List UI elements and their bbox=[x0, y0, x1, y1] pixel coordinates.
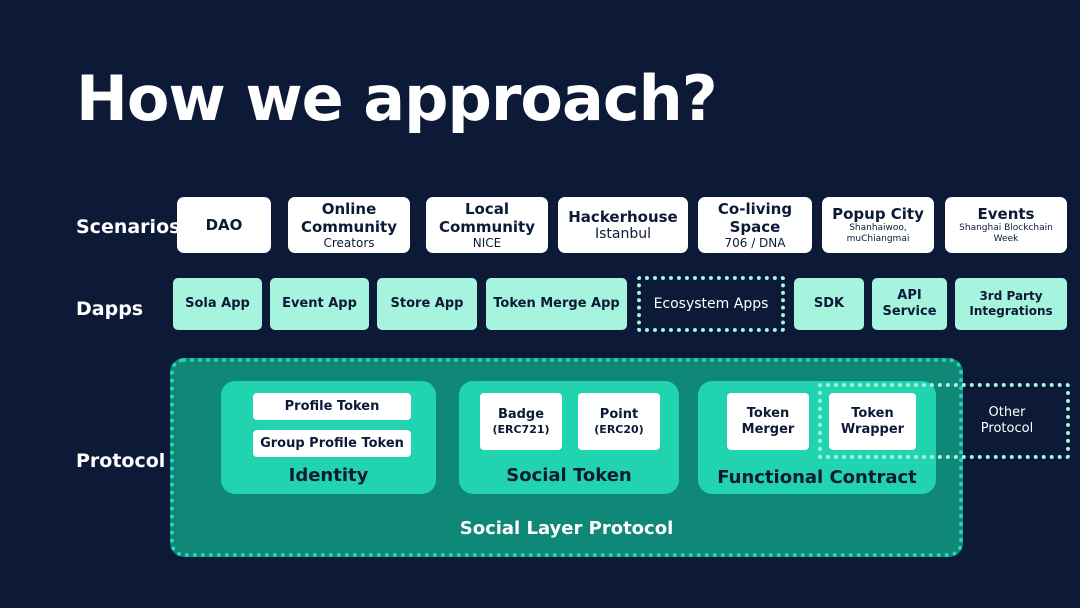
scenario-subtitle: Shanghai Blockchain Week bbox=[959, 223, 1053, 244]
functional-contract-label: Functional Contract bbox=[717, 467, 917, 488]
scenario-popup-city: Popup City Shanhaiwoo, muChiangmai bbox=[822, 197, 934, 253]
dapp-sdk: SDK bbox=[794, 278, 864, 330]
scenario-co-living-space: Co-living Space 706 / DNA bbox=[698, 197, 812, 253]
profile-token-box: Profile Token bbox=[253, 393, 411, 420]
dapp-label: Event App bbox=[282, 296, 357, 311]
profile-token-label: Profile Token bbox=[284, 398, 380, 414]
scenario-dao: DAO bbox=[177, 197, 271, 253]
scenario-local-community: Local Community NICE bbox=[426, 197, 548, 253]
token-wrapper-box: Token Wrapper bbox=[829, 393, 916, 450]
dapp-label: Sola App bbox=[185, 296, 250, 311]
scenario-events: Events Shanghai Blockchain Week bbox=[945, 197, 1067, 253]
scenario-title: Events bbox=[977, 205, 1035, 223]
dapp-label: Token Merge App bbox=[493, 296, 620, 311]
dapp-label: Ecosystem Apps bbox=[653, 295, 769, 312]
scenario-title: Hackerhouse bbox=[568, 207, 678, 226]
dapp-event-app: Event App bbox=[270, 278, 369, 330]
dapp-label: Store App bbox=[390, 296, 464, 311]
point-standard: (ERC20) bbox=[594, 422, 644, 436]
dapp-3rd-party-integrations: 3rd Party Integrations bbox=[955, 278, 1067, 330]
badge-standard: (ERC721) bbox=[492, 422, 550, 436]
row-label-scenarios: Scenarios bbox=[76, 216, 181, 238]
scenario-title: Online Community bbox=[300, 199, 398, 236]
dapp-sola-app: Sola App bbox=[173, 278, 262, 330]
group-profile-token-label: Group Profile Token bbox=[260, 435, 404, 451]
dapp-api-service: API Service bbox=[872, 278, 947, 330]
row-label-protocol: Protocol bbox=[76, 450, 166, 472]
point-label: Point bbox=[599, 406, 639, 422]
scenario-title: Local Community bbox=[438, 199, 536, 236]
token-merger-label: Token Merger bbox=[741, 405, 795, 437]
dapp-label: SDK bbox=[813, 296, 845, 311]
dapp-store-app: Store App bbox=[377, 278, 477, 330]
social-layer-protocol-label: Social Layer Protocol bbox=[459, 518, 674, 539]
dapp-ecosystem-apps: Ecosystem Apps bbox=[637, 276, 785, 332]
other-protocol-label: Other Protocol bbox=[980, 405, 1034, 436]
dapp-token-merge-app: Token Merge App bbox=[486, 278, 627, 330]
group-profile-token-box: Group Profile Token bbox=[253, 430, 411, 457]
scenario-title: DAO bbox=[205, 216, 243, 234]
identity-label: Identity bbox=[288, 465, 369, 486]
social-token-label: Social Token bbox=[506, 465, 632, 486]
scenario-title: Co-living Space bbox=[717, 199, 793, 236]
scenario-subtitle: Shanhaiwoo, muChiangmai bbox=[846, 223, 910, 244]
token-wrapper-label: Token Wrapper bbox=[840, 405, 905, 437]
point-box: Point (ERC20) bbox=[578, 393, 660, 450]
scenario-subtitle: Istanbul bbox=[594, 225, 651, 242]
row-label-dapps: Dapps bbox=[76, 298, 144, 320]
scenario-subtitle: Creators bbox=[323, 235, 375, 250]
badge-box: Badge (ERC721) bbox=[480, 393, 562, 450]
page-title: How we approach? bbox=[76, 62, 718, 135]
badge-label: Badge bbox=[497, 406, 545, 422]
other-protocol-box: Other Protocol bbox=[818, 383, 1070, 459]
dapp-label: 3rd Party Integrations bbox=[969, 289, 1053, 318]
dapp-label: API Service bbox=[882, 288, 937, 319]
scenario-subtitle: 706 / DNA bbox=[724, 235, 786, 250]
scenario-subtitle: NICE bbox=[472, 235, 502, 250]
token-merger-box: Token Merger bbox=[727, 393, 809, 450]
scenario-hackerhouse: Hackerhouse Istanbul bbox=[558, 197, 688, 253]
scenario-title: Popup City bbox=[832, 205, 924, 223]
scenario-online-community: Online Community Creators bbox=[288, 197, 410, 253]
